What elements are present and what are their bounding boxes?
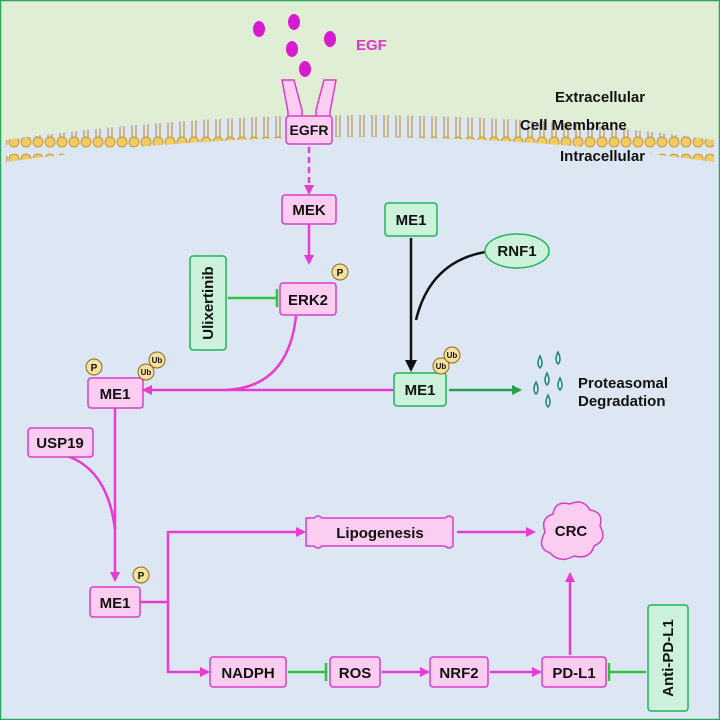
ub-badges-me1-left: Ub Ub	[137, 351, 166, 381]
cell-membrane-bilayer	[6, 115, 714, 162]
me1-bottom-label: ME1	[100, 595, 131, 612]
node-nrf2: NRF2	[429, 656, 489, 688]
phospho-badge-me1-bottom: P	[132, 566, 150, 584]
me1-to-lipogenesis-arrow	[139, 527, 306, 604]
me1-mid-label: ME1	[405, 382, 436, 399]
ub-badges-me1-mid: Ub Ub	[432, 346, 461, 375]
intracellular-label: Intracellular	[560, 148, 645, 165]
extracellular-region	[0, 0, 720, 140]
egf-ligand	[299, 61, 311, 77]
proteasomal-label: Proteasomal	[578, 375, 668, 392]
svg-text:Ub: Ub	[436, 362, 447, 371]
phospho-badge-erk2: P	[331, 263, 349, 281]
egf-ligand	[286, 41, 298, 57]
egf-label: EGF	[356, 37, 387, 54]
egf-ligands	[253, 14, 336, 77]
node-usp19: USP19	[27, 427, 94, 458]
ros-label: ROS	[339, 665, 372, 682]
node-pdl1: PD-L1	[541, 656, 607, 688]
node-anti-pdl1: Anti-PD-L1	[647, 604, 689, 712]
node-me1-left: ME1	[87, 377, 144, 409]
node-mek: MEK	[281, 194, 337, 225]
crc-label: CRC	[555, 523, 588, 540]
rnf1-curve	[414, 250, 486, 321]
degradation-label: Degradation	[578, 393, 666, 410]
nadph-label: NADPH	[221, 665, 274, 682]
node-me1-bottom: ME1	[89, 586, 141, 618]
node-me1-mid: ME1	[393, 372, 447, 407]
ulixertinib-label: Ulixertinib	[200, 266, 217, 339]
node-erk2: ERK2	[279, 282, 337, 316]
node-ulixertinib: Ulixertinib	[189, 255, 227, 351]
svg-text:P: P	[91, 363, 98, 374]
egf-ligand	[324, 31, 336, 47]
me1-to-nadph-arrow	[166, 602, 210, 677]
node-nadph: NADPH	[209, 656, 287, 688]
degradation-fragments-icon	[533, 350, 563, 409]
egfr-label: EGFR	[290, 122, 329, 138]
mek-label: MEK	[292, 202, 326, 219]
egf-ligand	[253, 21, 265, 37]
phospho-badge-me1-left: P	[85, 358, 103, 376]
cell-membrane-label: Cell Membrane	[520, 117, 627, 134]
pink-arrows	[66, 147, 575, 677]
erk2-label: ERK2	[288, 292, 328, 309]
nrf2-label: NRF2	[439, 665, 478, 682]
extracellular-label: Extracellular	[555, 89, 645, 106]
anti-pdl1-label: Anti-PD-L1	[660, 619, 677, 697]
pdl1-label: PD-L1	[552, 665, 595, 682]
egfr-receptor	[281, 79, 337, 145]
node-me1-top: ME1	[384, 202, 438, 237]
svg-text:Ub: Ub	[447, 351, 458, 360]
svg-text:P: P	[337, 268, 344, 279]
me1-left-label: ME1	[100, 386, 131, 403]
me1-top-label: ME1	[396, 212, 427, 229]
svg-text:Ub: Ub	[141, 368, 152, 377]
svg-text:Ub: Ub	[152, 356, 163, 365]
node-rnf1: RNF1	[484, 233, 550, 269]
lipogenesis-label: Lipogenesis	[336, 525, 424, 542]
node-lipogenesis: Lipogenesis	[305, 515, 454, 549]
node-crc: CRC	[540, 501, 604, 561]
node-ros: ROS	[329, 656, 381, 688]
erk2-curve	[224, 315, 298, 392]
usp19-label: USP19	[36, 435, 84, 452]
egf-ligand	[288, 14, 300, 30]
inhibition-lines	[228, 289, 646, 681]
usp19-curve	[66, 454, 117, 531]
svg-text:P: P	[138, 571, 145, 582]
rnf1-label: RNF1	[497, 243, 536, 260]
